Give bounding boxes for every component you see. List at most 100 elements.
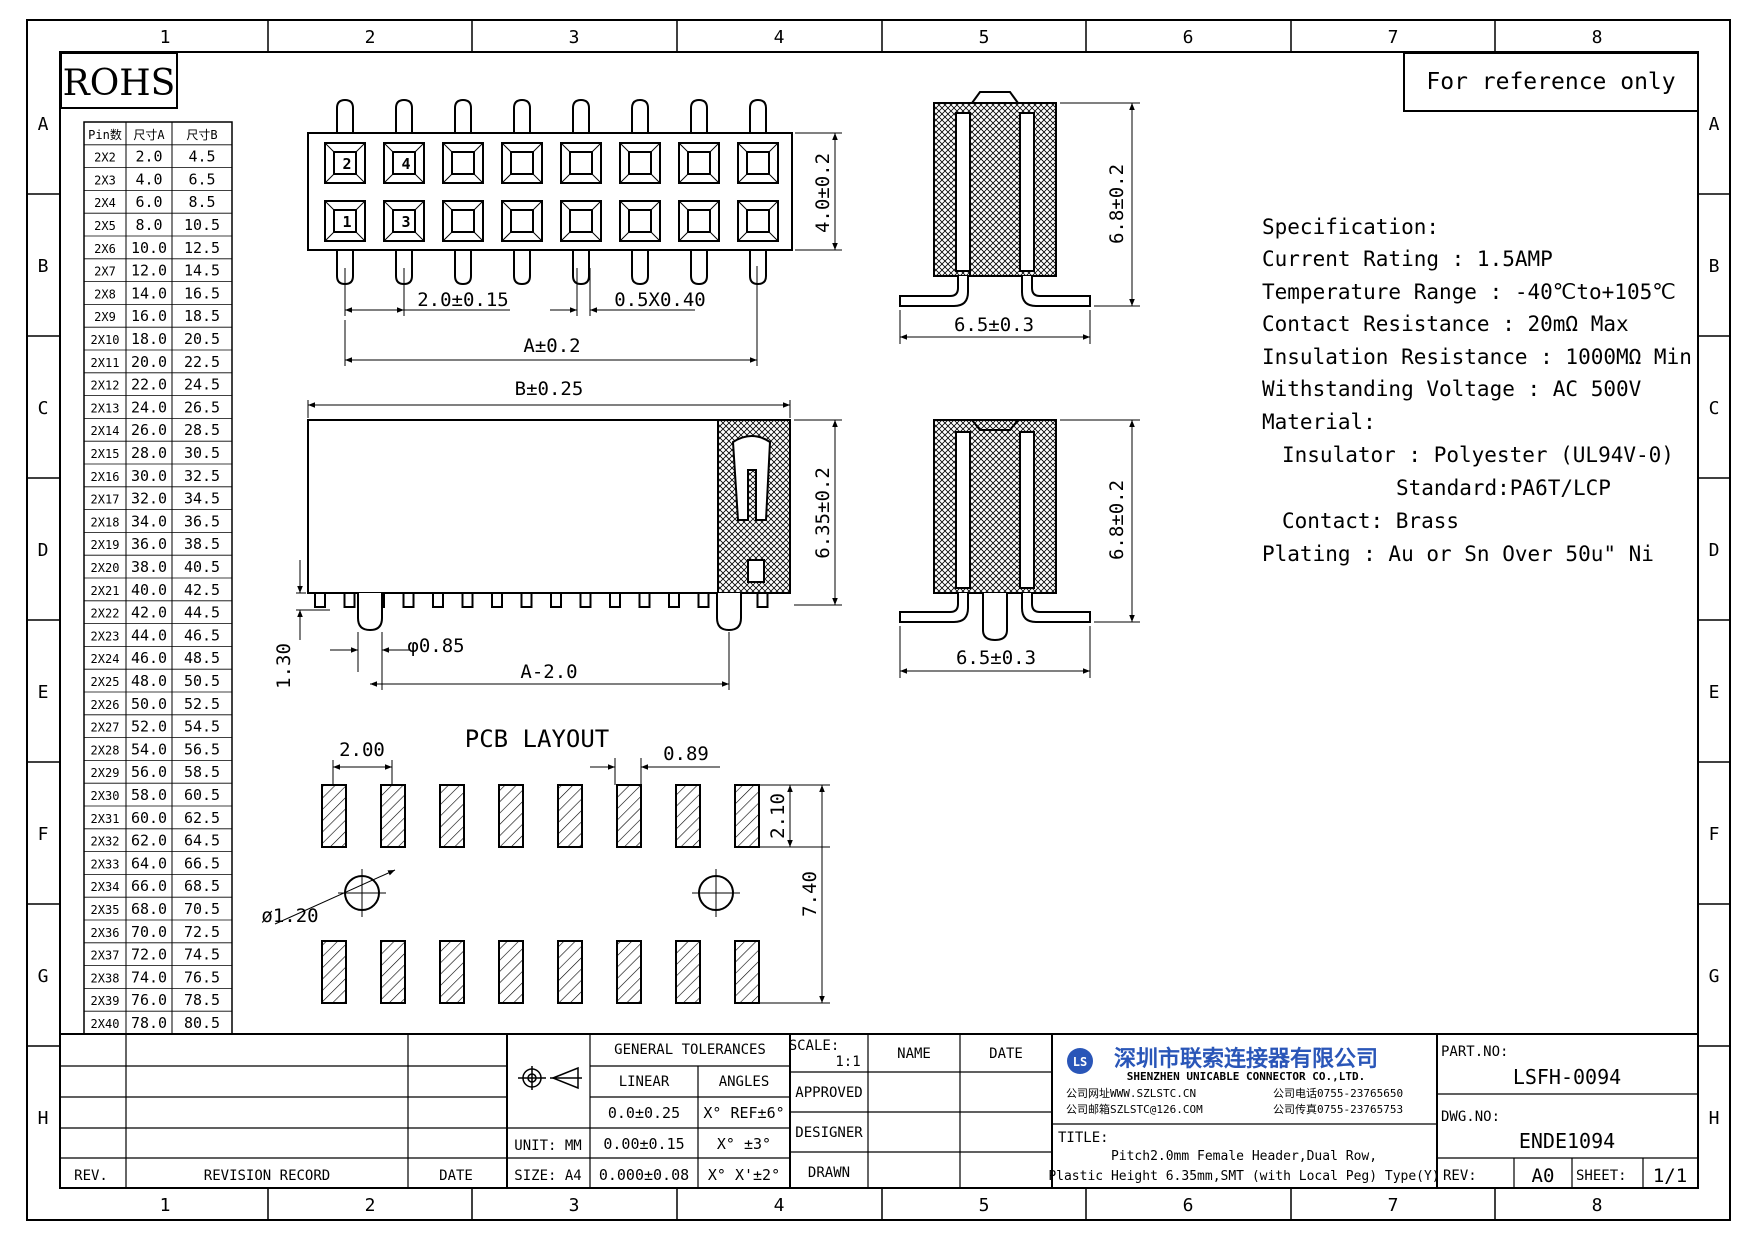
table-cell: 42.0 [131,604,167,622]
front-view [307,419,791,632]
smt-leg [461,592,474,608]
table-cell: 20.5 [184,330,220,348]
table-cell: 2X13 [91,401,120,415]
contact-cell [383,142,425,184]
table-cell: 2X36 [91,926,120,940]
dim-height: 6.8±0.2 [1106,164,1128,244]
table-cell: 2X30 [91,789,120,803]
table-cell: 12.0 [131,262,167,280]
col-label: 4 [774,1195,785,1216]
pin [572,250,590,286]
dim-peg: φ0.85 [407,635,464,657]
dwg-number: ENDE1094 [1519,1129,1615,1153]
drawn-label: DRAWN [808,1165,850,1181]
table-cell: 2X3 [94,173,116,187]
smt-leg [550,592,562,608]
table-cell: 2X6 [94,242,116,256]
linear-tol-3: 0.000±0.08 [599,1166,689,1184]
table-cell: 54.5 [184,718,220,736]
angle-tol-2: X° ±3° [717,1135,771,1153]
pcb-pad [557,784,583,848]
dim-pin: 0.5X0.40 [614,289,706,311]
contact-cell [737,200,779,242]
table-cell: 22.0 [131,376,167,394]
table-cell: 2X11 [91,356,120,370]
table-cell: 50.0 [131,695,167,713]
table-cell: 60.5 [184,786,220,804]
table-cell: 2X28 [91,743,120,757]
spec-line: Current Rating : 1.5AMP [1262,247,1553,271]
dim-pad-len: 2.10 [767,793,789,839]
smt-leg [402,592,415,608]
table-cell: 42.5 [184,581,220,599]
table-cell: 76.0 [131,991,167,1009]
dim-a: A±0.2 [523,335,580,357]
scale-label: SCALE: [789,1038,840,1054]
table-cell: 30.0 [131,467,167,485]
pcb-pad [734,784,760,848]
row-label: B [38,256,49,277]
table-cell: 68.5 [184,877,220,895]
table-cell: 2X39 [91,994,120,1008]
table-cell: 44.0 [131,626,167,644]
dim-a2: A-2.0 [520,661,577,683]
table-cell: 2X22 [91,607,120,621]
part-block: PART.NO: LSFH-0094 DWG.NO: ENDE1094 REV:… [1441,1044,1687,1187]
table-cell: 2X31 [91,812,120,826]
col-label: 2 [365,27,376,48]
pcb-pad [616,784,642,848]
table-cell: 4.0 [135,170,162,188]
table-cell: 2.0 [135,148,162,166]
table-cell: 70.5 [184,900,220,918]
contact-cell [560,200,602,242]
table-cell: 2X2 [94,151,116,165]
table-cell: 16.0 [131,307,167,325]
contact-cell [678,142,720,184]
table-cell: 32.5 [184,467,220,485]
table-cell: 40.0 [131,581,167,599]
table-cell: 48.0 [131,672,167,690]
table-cell: 20.0 [131,353,167,371]
reference-box: For reference only [1403,52,1699,112]
pin [572,98,590,133]
spec-line: Withstanding Voltage : AC 500V [1262,377,1642,401]
linear-tol-1: 0.0±0.25 [608,1104,680,1122]
dim-leg: 1.30 [273,643,295,689]
table-cell: 24.5 [184,376,220,394]
table-cell: 32.0 [131,490,167,508]
table-cell: 2X25 [91,675,120,689]
spec-line: Specification: [1262,215,1439,239]
table-cell: 26.0 [131,421,167,439]
table-cell: 46.5 [184,626,220,644]
table-cell: 2X15 [91,447,120,461]
row-label: C [38,398,49,419]
smt-leg [756,592,769,608]
pin [749,250,767,286]
spec-line: Temperature Range : -40℃to+105℃ [1262,280,1676,304]
spec-line: Standard:PA6T/LCP [1396,476,1611,500]
col-label: 3 [569,1195,580,1216]
top-view-dimensions [344,132,842,366]
rohs-box: ROHS [60,52,178,109]
col-label: 1 [160,27,171,48]
drawing-title: TITLE: Pitch2.0mm Female Header,Dual Row… [1048,1130,1439,1184]
top-view-labels: 2 4 1 3 [342,155,410,231]
table-cell: 74.5 [184,946,220,964]
table-cell: 72.0 [131,946,167,964]
table-cell: 30.5 [184,444,220,462]
company-web: 公司网址WWW.SZLSTC.CN [1066,1086,1196,1100]
pin [336,98,354,133]
rohs-label: ROHS [63,63,176,104]
